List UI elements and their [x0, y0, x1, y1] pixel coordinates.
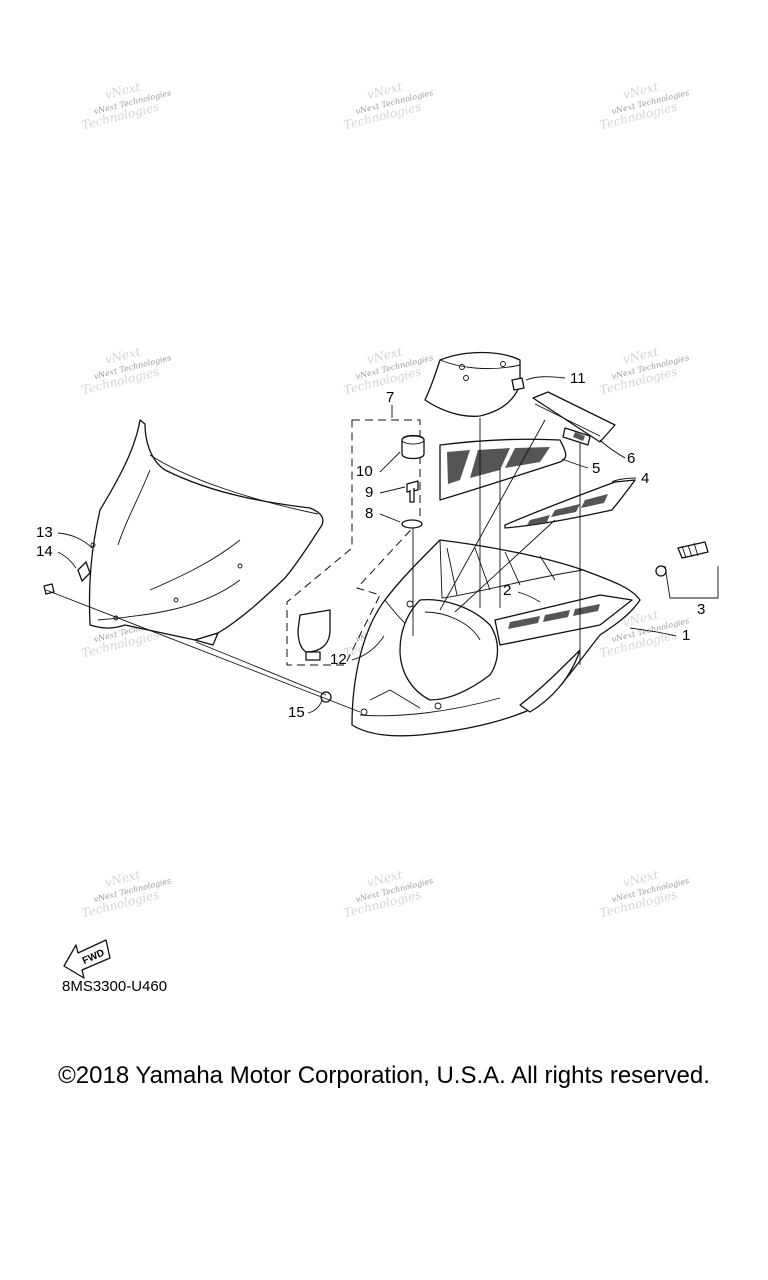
- mesh-panel-5: [439, 438, 567, 501]
- callout-1: 1: [682, 627, 690, 644]
- callout-13: 13: [36, 524, 53, 541]
- callout-14: 14: [36, 543, 53, 560]
- callout-9: 9: [365, 484, 373, 501]
- callout-2: 2: [503, 582, 511, 599]
- callout-8: 8: [365, 505, 373, 522]
- callout-10: 10: [356, 463, 373, 480]
- watermark-mid-left: vNext vNext Technologies Technologies: [80, 344, 172, 397]
- watermark-top-right: vNext vNext Technologies Technologies: [598, 79, 690, 132]
- diagram-code: 8MS3300-U460: [62, 978, 168, 995]
- windshield: [88, 419, 324, 646]
- callout-15: 15: [288, 704, 305, 721]
- callout-3: 3: [697, 601, 705, 618]
- leader-lines: [45, 376, 677, 714]
- fwd-arrow-icon: FWD: [63, 939, 111, 979]
- watermark-bottom-right: vNext vNext Technologies Technologies: [598, 867, 690, 920]
- watermark-mid-right: vNext vNext Technologies Technologies: [598, 344, 690, 397]
- watermark-top-left: vNext vNext Technologies Technologies: [80, 79, 172, 132]
- callout-7: 7: [386, 389, 394, 406]
- meter-6: [532, 391, 616, 446]
- watermark-bottom-center: vNext vNext Technologies Technologies: [342, 867, 434, 920]
- callout-4: 4: [641, 470, 649, 487]
- watermark-top-center: vNext vNext Technologies Technologies: [342, 79, 434, 132]
- meter-cover-11: [424, 351, 525, 417]
- bolt-assembly-3: [655, 541, 719, 599]
- callout-5: 5: [592, 460, 600, 477]
- main-cowling: [351, 539, 641, 737]
- callout-11: 11: [570, 370, 586, 387]
- bolt-14: [43, 561, 91, 595]
- decal-panel-4: [504, 479, 636, 529]
- switch-assembly-7: [286, 419, 425, 666]
- copyright-notice: ©2018 Yamaha Motor Corporation, U.S.A. A…: [58, 1062, 710, 1089]
- callout-6: 6: [627, 450, 635, 467]
- callout-12: 12: [330, 651, 347, 668]
- watermark-bottom-left: vNext vNext Technologies Technologies: [80, 867, 172, 920]
